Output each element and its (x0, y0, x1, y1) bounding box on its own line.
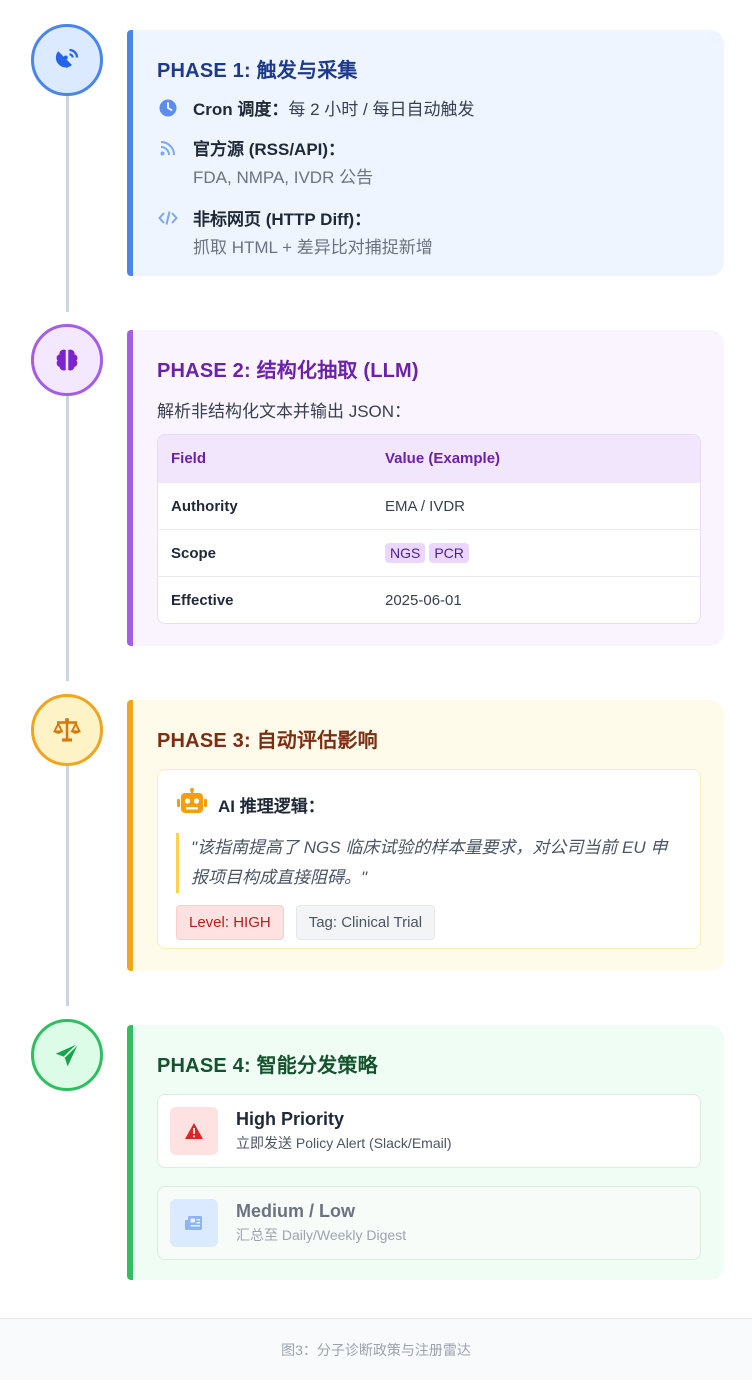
official-source-label: 官方源 (RSS/API)： (193, 140, 346, 159)
medium-low-title: Medium / Low (236, 1201, 355, 1221)
medium-low-route: Medium / Low 汇总至 Daily/Weekly Digest (157, 1186, 701, 1260)
phase-2-title: PHASE 2: 结构化抽取 (LLM) (157, 360, 419, 382)
timeline-connector (66, 96, 69, 312)
category-tag: Tag: Clinical Trial (295, 905, 436, 940)
high-priority-title: High Priority (236, 1109, 345, 1129)
http-diff-item: 非标网页 (HTTP Diff)： 抓取 HTML + 差异比对捕捉新增 (157, 207, 700, 263)
field-cell: Authority (158, 482, 372, 529)
table-row: Authority EMA / IVDR (158, 482, 700, 529)
phase-2-card: PHASE 2: 结构化抽取 (LLM) 解析非结构化文本并输出 JSON： F… (127, 330, 724, 646)
table-header-row: Field Value (Example) (158, 435, 700, 482)
column-header-value: Value (Example) (372, 435, 700, 482)
cron-label: Cron 调度： (193, 100, 289, 119)
column-header-field: Field (158, 435, 372, 482)
high-priority-route: High Priority 立即发送 Policy Alert (Slack/E… (157, 1094, 701, 1168)
medium-low-sub: 汇总至 Daily/Weekly Digest (236, 1227, 407, 1243)
phase-1-title: PHASE 1: 触发与采集 (157, 60, 358, 82)
cron-text: 每 2 小时 / 每日自动触发 (288, 100, 475, 119)
level-tag: Level: HIGH (176, 905, 284, 940)
http-diff-label: 非标网页 (HTTP Diff)： (193, 210, 372, 229)
scope-pill: PCR (429, 543, 469, 563)
phase-2-intro: 解析非结构化文本并输出 JSON： (157, 402, 412, 421)
phase-4-title: PHASE 4: 智能分发策略 (157, 1055, 378, 1077)
scope-pill: NGS (385, 543, 426, 563)
official-source-item: 官方源 (RSS/API)： FDA, NMPA, IVDR 公告 (157, 137, 700, 193)
ai-reasoning-title: AI 推理逻辑： (218, 797, 325, 816)
phase-3-card: PHASE 3: 自动评估影响 AI 推理逻辑： "该指南提高了 NGS 临床试… (127, 700, 724, 971)
http-diff-sub: 抓取 HTML + 差异比对捕捉新增 (193, 238, 433, 257)
value-cell: 2025-06-01 (372, 576, 700, 623)
phase-1-card: PHASE 1: 触发与采集 Cron 调度：每 2 小时 / 每日自动触发 官… (127, 30, 724, 276)
paper-plane-icon (31, 1019, 103, 1091)
brain-icon (31, 324, 103, 396)
official-source-sub: FDA, NMPA, IVDR 公告 (193, 168, 374, 187)
high-priority-sub: 立即发送 Policy Alert (Slack/Email) (236, 1135, 452, 1151)
scale-balance-icon (31, 694, 103, 766)
value-cell: EMA / IVDR (372, 482, 700, 529)
warning-icon (170, 1107, 218, 1155)
newspaper-icon (170, 1199, 218, 1247)
clock-icon (157, 97, 179, 119)
timeline-connector (66, 766, 69, 1006)
satellite-dish-icon (31, 24, 103, 96)
rss-icon (157, 137, 179, 159)
table-row: Effective 2025-06-01 (158, 576, 700, 623)
ai-reasoning-box: AI 推理逻辑： "该指南提高了 NGS 临床试验的样本量要求，对公司当前 EU… (157, 769, 701, 949)
phase-4-card: PHASE 4: 智能分发策略 High Priority 立即发送 Polic… (127, 1025, 724, 1280)
phase-3-title: PHASE 3: 自动评估影响 (157, 730, 378, 752)
timeline-connector (66, 396, 69, 681)
figure-caption: 图3：分子诊断政策与注册雷达 (0, 1318, 752, 1380)
code-icon (157, 207, 179, 229)
cron-item: Cron 调度：每 2 小时 / 每日自动触发 (157, 97, 700, 123)
ai-reasoning-quote: "该指南提高了 NGS 临床试验的样本量要求，对公司当前 EU 申报项目构成直接… (176, 833, 682, 893)
extraction-table: Field Value (Example) Authority EMA / IV… (157, 434, 701, 624)
field-cell: Scope (158, 529, 372, 576)
field-cell: Effective (158, 576, 372, 623)
robot-icon (176, 788, 218, 821)
